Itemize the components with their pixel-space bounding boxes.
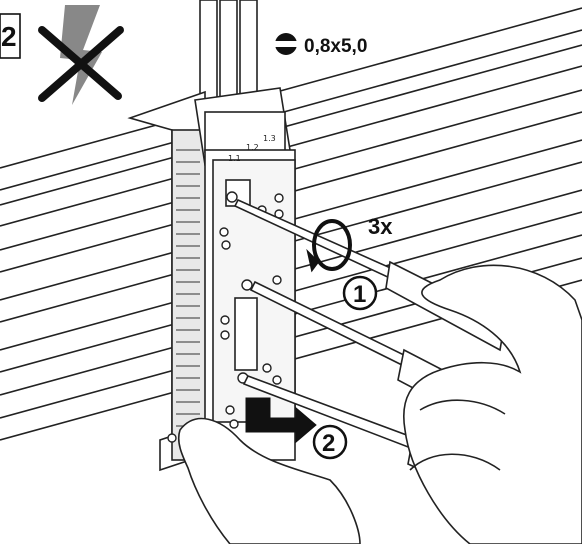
module-screws [167,191,284,443]
terminal-label-3: 1.3 [263,134,276,143]
rotation-count: 3x [368,214,393,239]
left-hand [177,417,361,544]
screwdriver-size: 0,8x5,0 [304,36,367,57]
callout-2-label: 2 [322,430,335,457]
right-hand [403,264,582,544]
step-number: 2 [1,21,17,52]
step-number-box: 2 [0,13,21,59]
terminal-label-1: 1.1 [228,154,241,163]
rotation-arrow-icon [306,219,352,273]
callout-2: 2 [312,424,348,460]
pull-arrow [245,397,317,444]
callout-1-label: 1 [353,281,366,308]
no-voltage-warning-icon [38,5,124,105]
screwdriver-spec: 0,8x5,0 [273,33,367,57]
callout-1: 1 [342,275,378,311]
terminal-label-2: 1.2 [246,143,259,152]
